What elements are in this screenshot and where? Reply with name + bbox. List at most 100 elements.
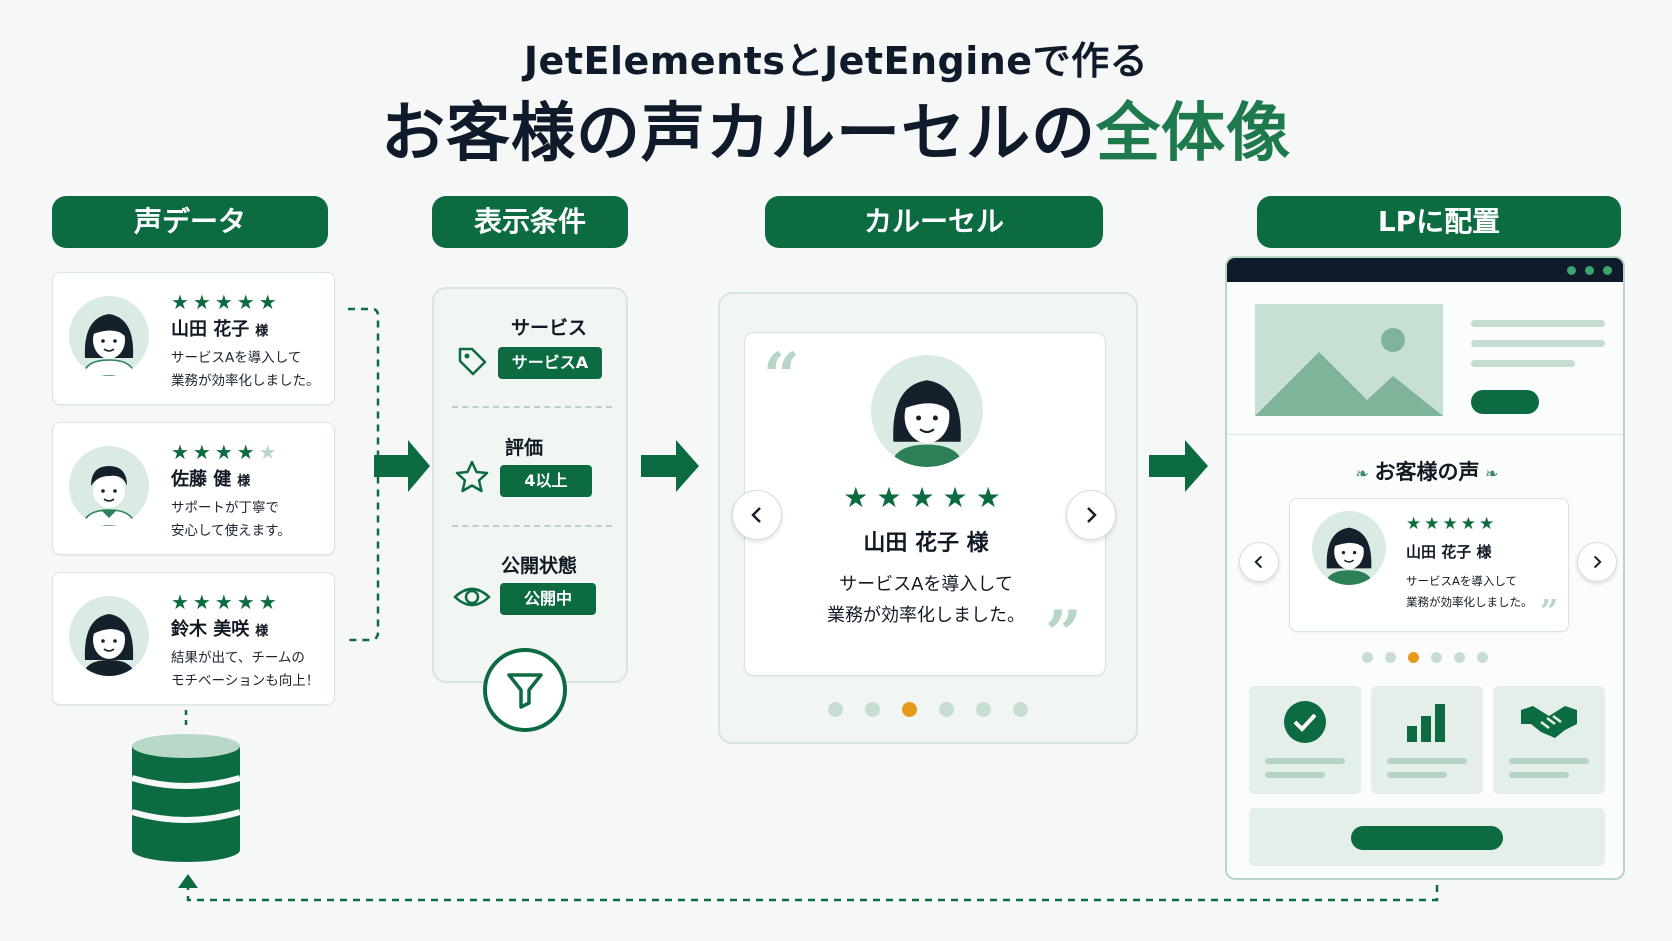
close-quote-icon: ”: [1045, 597, 1082, 672]
chevron-left-icon: [1254, 555, 1263, 569]
chevron-right-icon: [1593, 555, 1602, 569]
testimonial-text: サービスAを導入して業務が効率化しました。: [171, 350, 320, 389]
lp-pagination: [1227, 652, 1623, 663]
testimonial-text: サービスAを導入して業務が効率化しました。: [827, 574, 1025, 626]
feedback-loop-connector: [186, 882, 1439, 902]
window-dot: [1603, 266, 1612, 275]
pagination-dot-active[interactable]: [902, 702, 917, 717]
testimonial-text: サービスAを導入して業務が効率化しました。: [1406, 574, 1533, 609]
close-quote-icon: ”: [1540, 592, 1559, 630]
eye-icon: [453, 587, 491, 607]
divider: [452, 525, 612, 527]
diagram-title: お客様の声カルーセルの全体像: [0, 82, 1672, 174]
avatar-woman-icon: [69, 596, 149, 676]
step-label-voice-data: 声データ: [52, 196, 328, 248]
text-placeholder: [1265, 758, 1345, 764]
rating-stars: ★★★★★: [171, 290, 281, 314]
feature-tile: [1493, 686, 1605, 794]
divider: [452, 406, 612, 408]
customer-name: 鈴木 美咲様: [171, 619, 269, 640]
rating-stars: ★★★★★: [1406, 514, 1498, 534]
text-placeholder: [1509, 758, 1589, 764]
cta-button[interactable]: [1471, 390, 1539, 414]
window-dot: [1585, 266, 1594, 275]
arrow-right-icon: [641, 440, 699, 492]
condition-value-tag[interactable]: 4以上: [500, 465, 592, 497]
testimonial-text: 結果が出て、チームのモチベーションも向上！: [171, 650, 320, 689]
rating-stars: ★★★★★: [843, 481, 1009, 514]
title-highlight: 全体像: [1096, 97, 1291, 171]
customer-name: 佐藤 健様: [171, 469, 251, 490]
lp-browser-window: ❧ お客様の声 ❧ ★★★★★ 山田 花子 様 サービスAを導入して業務が効率化…: [1225, 256, 1625, 880]
feature-tile: [1249, 686, 1361, 794]
customer-name: 山田 花子 様: [1406, 543, 1492, 561]
footer-cta-area: [1249, 808, 1605, 866]
database-icon: [131, 734, 241, 862]
open-quote-icon: “: [763, 339, 800, 414]
avatar-woman-icon: [1312, 511, 1386, 585]
condition-value-tag[interactable]: 公開中: [500, 583, 596, 615]
footer-cta-button[interactable]: [1351, 826, 1503, 850]
carousel-next-button[interactable]: [1066, 490, 1116, 540]
condition-label: 評価: [504, 437, 543, 459]
browser-top-bar: [1227, 258, 1623, 282]
image-placeholder-icon: [1255, 304, 1443, 416]
chevron-left-icon: [751, 507, 761, 523]
testimonial-card: ★★★★★ 鈴木 美咲様 結果が出て、チームのモチベーションも向上！: [52, 572, 335, 705]
avatar-woman-icon: [871, 355, 983, 467]
text-placeholder: [1471, 320, 1605, 327]
pagination-dot[interactable]: [1454, 652, 1465, 663]
testimonial-text: サポートが丁寧で安心して使えます。: [171, 500, 291, 539]
text-placeholder: [1471, 360, 1575, 367]
carousel-prev-button[interactable]: [732, 490, 782, 540]
text-placeholder: [1471, 340, 1605, 347]
pagination-dot-active[interactable]: [1408, 652, 1419, 663]
handshake-icon: [1521, 706, 1577, 738]
avatar-woman-icon: [69, 296, 149, 376]
step-label-display-conditions: 表示条件: [432, 196, 628, 248]
lp-section-title: ❧ お客様の声 ❧: [1355, 460, 1499, 484]
pagination-dot[interactable]: [1431, 652, 1442, 663]
pagination-dot[interactable]: [976, 702, 991, 717]
pagination-dot[interactable]: [939, 702, 954, 717]
testimonial-card: ★★★★★ 山田 花子様 サービスAを導入して業務が効率化しました。: [52, 272, 335, 405]
lp-testimonial-card: ★★★★★ 山田 花子 様 サービスAを導入して業務が効率化しました。 ”: [1289, 498, 1569, 632]
customer-name: 山田 花子様: [171, 319, 269, 340]
arrow-right-icon: [1149, 440, 1208, 492]
pagination-dot[interactable]: [1385, 652, 1396, 663]
filter-icon: [483, 648, 567, 732]
arrow-right-icon: [374, 440, 430, 492]
condition-value-tag[interactable]: サービスA: [498, 347, 602, 379]
condition-label: サービス: [510, 317, 587, 339]
carousel-slide: “ ★★★★★ 山田 花子 様 サービスAを導入して業務が効率化しました。 ”: [744, 332, 1106, 676]
title-main: お客様の声カルーセルの: [381, 97, 1096, 171]
pagination-dot[interactable]: [1477, 652, 1488, 663]
star-outline-icon: [455, 460, 489, 493]
rating-stars: ★★★★★: [171, 590, 281, 614]
conditions-panel: サービス サービスA 評価 4以上 公開状態 公開中: [432, 287, 628, 683]
step-label-carousel: カルーセル: [765, 196, 1103, 248]
chevron-right-icon: [1087, 507, 1097, 523]
step-label-lp-placement: LPに配置: [1257, 196, 1621, 248]
testimonial-card: ★★★★★ 佐藤 健様 サポートが丁寧で安心して使えます。: [52, 422, 335, 555]
pagination-dot[interactable]: [1013, 702, 1028, 717]
bar-chart-icon: [1407, 704, 1445, 742]
check-circle-icon: [1284, 701, 1326, 743]
feature-tile: [1371, 686, 1483, 794]
text-placeholder: [1509, 772, 1569, 778]
pagination-dot[interactable]: [865, 702, 880, 717]
text-placeholder: [1265, 772, 1325, 778]
lp-next-button[interactable]: [1577, 542, 1617, 582]
diagram-subtitle: JetElementsとJetEngineで作る: [523, 39, 1149, 83]
leaf-icon: ❧: [1479, 464, 1499, 483]
pagination-dot[interactable]: [828, 702, 843, 717]
avatar-man-icon: [69, 446, 149, 526]
pagination-dot[interactable]: [1362, 652, 1373, 663]
tag-icon: [458, 347, 487, 376]
bracket-connector: [348, 307, 380, 642]
leaf-icon: ❧: [1355, 464, 1375, 483]
divider: [1227, 434, 1623, 435]
lp-prev-button[interactable]: [1239, 542, 1279, 582]
text-placeholder: [1387, 772, 1447, 778]
